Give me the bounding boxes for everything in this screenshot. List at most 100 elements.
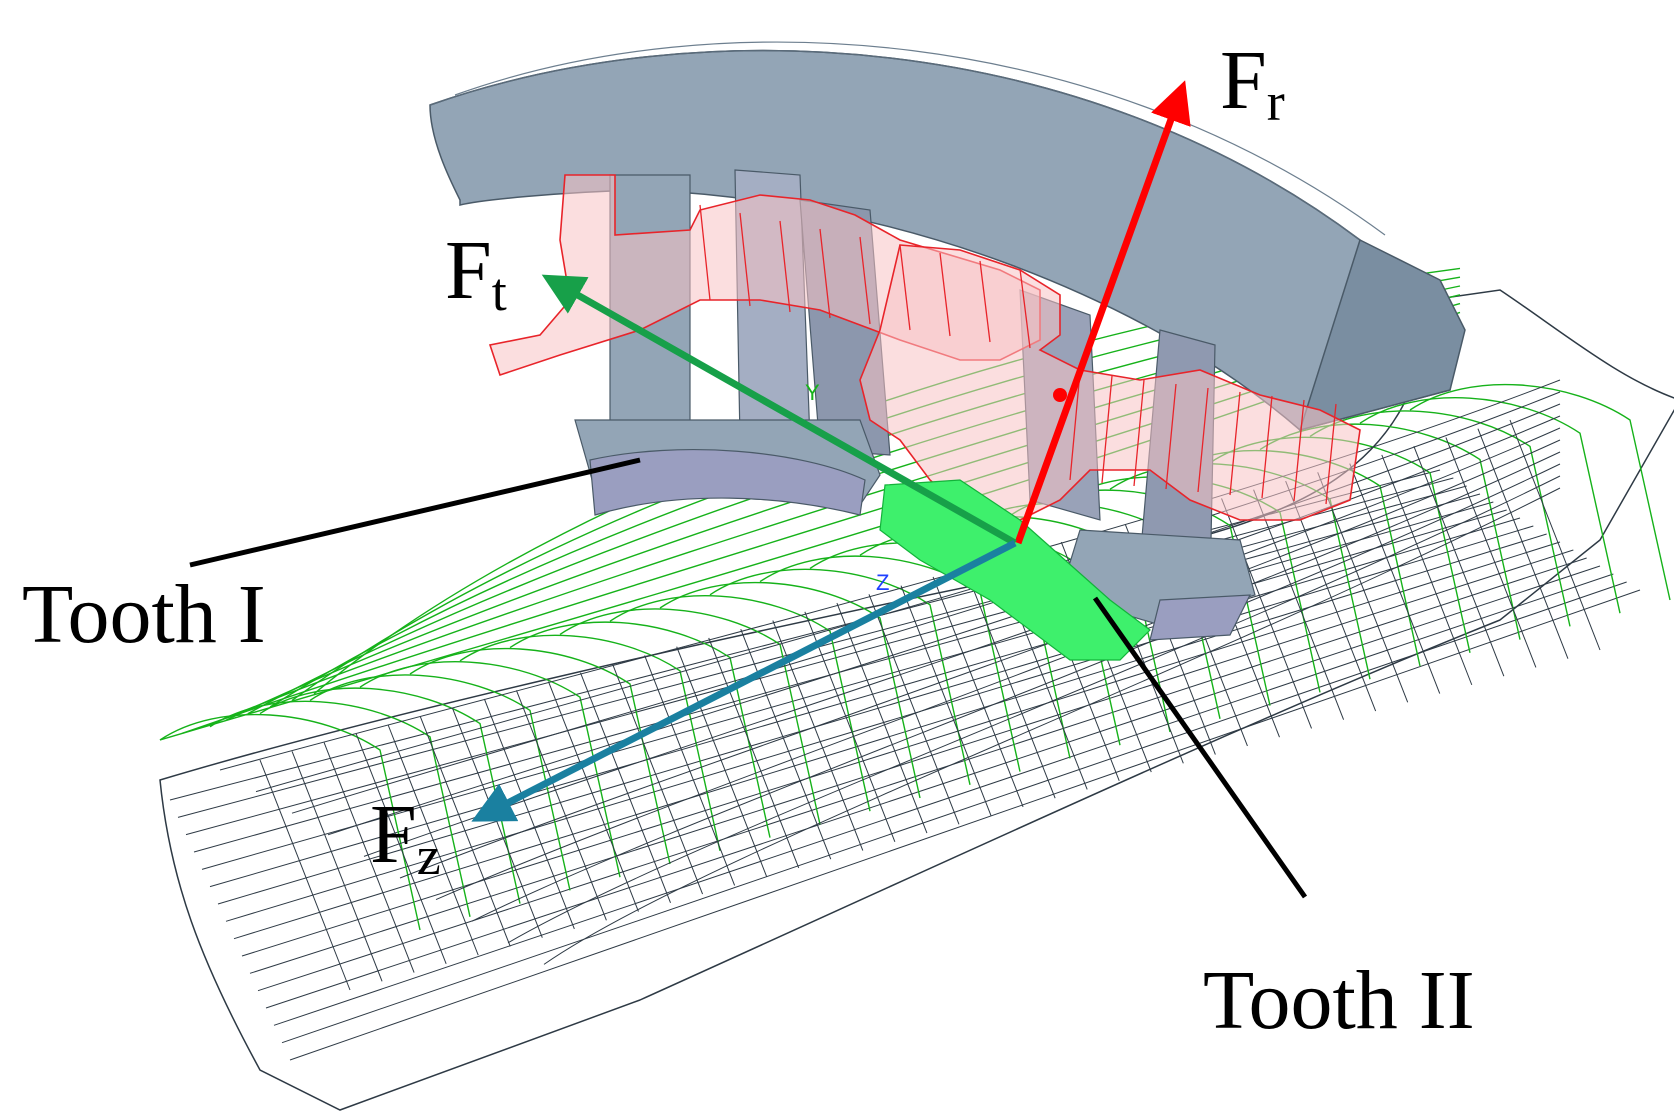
mesh-dark-line	[1413, 445, 1505, 677]
mesh-dark-line	[676, 646, 768, 877]
winding-wire	[699, 204, 711, 301]
mesh-green-line	[409, 647, 671, 865]
tooth2-label: Tooth II	[1203, 954, 1475, 1047]
contact-patch	[879, 479, 1151, 661]
mesh-dark-line	[547, 681, 639, 912]
winding-wire	[859, 236, 871, 325]
force-axial-label: Fz	[370, 788, 441, 886]
mesh-dark-line	[451, 707, 543, 938]
mesh-dark-line	[1477, 428, 1569, 659]
winding-wire	[939, 252, 951, 337]
mesh-dark-line	[836, 602, 928, 834]
force-radial-label: Fr	[1220, 34, 1285, 132]
rotor-line	[225, 525, 1534, 922]
mesh-green-line	[1359, 397, 1621, 614]
winding-wire	[1197, 387, 1209, 493]
tooth1-label: Tooth I	[22, 568, 266, 661]
mesh-green-line	[609, 595, 871, 812]
rotor-line	[241, 541, 1561, 957]
mesh-dark-line	[1253, 489, 1345, 720]
rotor-line	[289, 589, 1641, 1061]
mesh-dark-line	[868, 594, 960, 825]
mesh-dark-line	[483, 698, 575, 930]
winding-wire	[1325, 403, 1337, 505]
mesh-dark-line	[219, 379, 1561, 771]
winding-wire	[1133, 379, 1145, 487]
mesh-dark-line	[1349, 463, 1441, 694]
mesh-dark-line	[804, 611, 896, 842]
mesh-green-line	[309, 674, 571, 891]
mesh-dark-line	[708, 637, 800, 869]
winding-wire	[1101, 375, 1113, 484]
mesh-dark-line	[543, 487, 1561, 965]
mesh-dark-line	[327, 415, 1561, 836]
mesh-dark-line	[932, 576, 1024, 808]
mesh-dark-line	[363, 427, 1561, 857]
force-tangential-arrow	[541, 274, 1017, 547]
mesh-green-line	[509, 621, 771, 838]
mesh-dark-line	[900, 585, 992, 816]
winding-wire	[979, 260, 991, 343]
winding-wire	[1229, 391, 1241, 496]
tooth1-leader	[189, 457, 641, 568]
winding-coil-right	[859, 244, 1361, 521]
mesh-dark-line	[255, 391, 1561, 793]
mesh-dark-line	[323, 742, 415, 973]
rotor-line	[257, 557, 1587, 992]
winding-wire	[1069, 371, 1081, 481]
rotor-outline	[159, 289, 1674, 1111]
winding-wire	[819, 228, 831, 319]
mesh-green-line	[159, 713, 421, 931]
mesh-green-line	[459, 634, 721, 851]
mesh-dark-line	[1381, 454, 1473, 686]
mesh-dark-line	[419, 716, 511, 947]
mesh-dark-line	[1509, 419, 1601, 651]
mesh-green-line	[1409, 383, 1671, 601]
mesh-dark-line	[387, 724, 479, 956]
mesh-dark-line	[291, 403, 1561, 814]
winding-wire	[899, 244, 911, 331]
force-radial-arrow	[1014, 80, 1191, 545]
mesh-green-line	[259, 687, 521, 904]
rotor-line	[233, 533, 1547, 940]
winding-wire	[739, 212, 751, 307]
winding-wire	[779, 220, 791, 313]
mesh-green-line	[559, 608, 821, 825]
mesh-dark-line	[355, 733, 447, 965]
tooth-1-face	[589, 448, 866, 516]
force-axial-arrow	[471, 539, 1017, 822]
rotor-line	[273, 573, 1614, 1026]
force-tangential-label: Ft	[445, 224, 507, 322]
mesh-dark-line	[399, 439, 1561, 879]
mesh-dark-line	[580, 672, 671, 904]
mesh-dark-line	[1445, 437, 1537, 668]
mesh-dark-line	[259, 759, 351, 991]
rotor-line	[217, 517, 1521, 905]
rotor-line	[265, 565, 1601, 1009]
mesh-dark-line	[612, 663, 704, 895]
mesh-dark-line	[644, 655, 736, 886]
tooth2-leader	[1092, 596, 1308, 899]
mesh-dark-line	[291, 751, 383, 982]
mesh-dark-line	[1221, 498, 1313, 729]
rotor-line	[185, 485, 1467, 836]
mesh-green-line	[659, 581, 921, 799]
mesh-dark-line	[435, 451, 1561, 901]
mesh-dark-line	[471, 463, 1561, 922]
axis-z-label: Z	[876, 570, 889, 595]
winding-wire	[1293, 399, 1305, 502]
winding-wire	[1261, 395, 1273, 499]
winding-wire	[1165, 383, 1177, 490]
winding-wire	[1019, 268, 1031, 349]
stator-segment	[429, 41, 1466, 641]
rotor-line	[201, 501, 1494, 870]
mesh-dark-line	[740, 629, 832, 860]
mesh-dark-line	[507, 475, 1561, 944]
mesh-dark-line	[515, 690, 607, 921]
mesh-dark-line	[1317, 472, 1409, 703]
force-radial-dot	[1053, 388, 1067, 402]
rotor-line	[209, 509, 1507, 888]
axis-y-label: Y	[805, 380, 820, 405]
